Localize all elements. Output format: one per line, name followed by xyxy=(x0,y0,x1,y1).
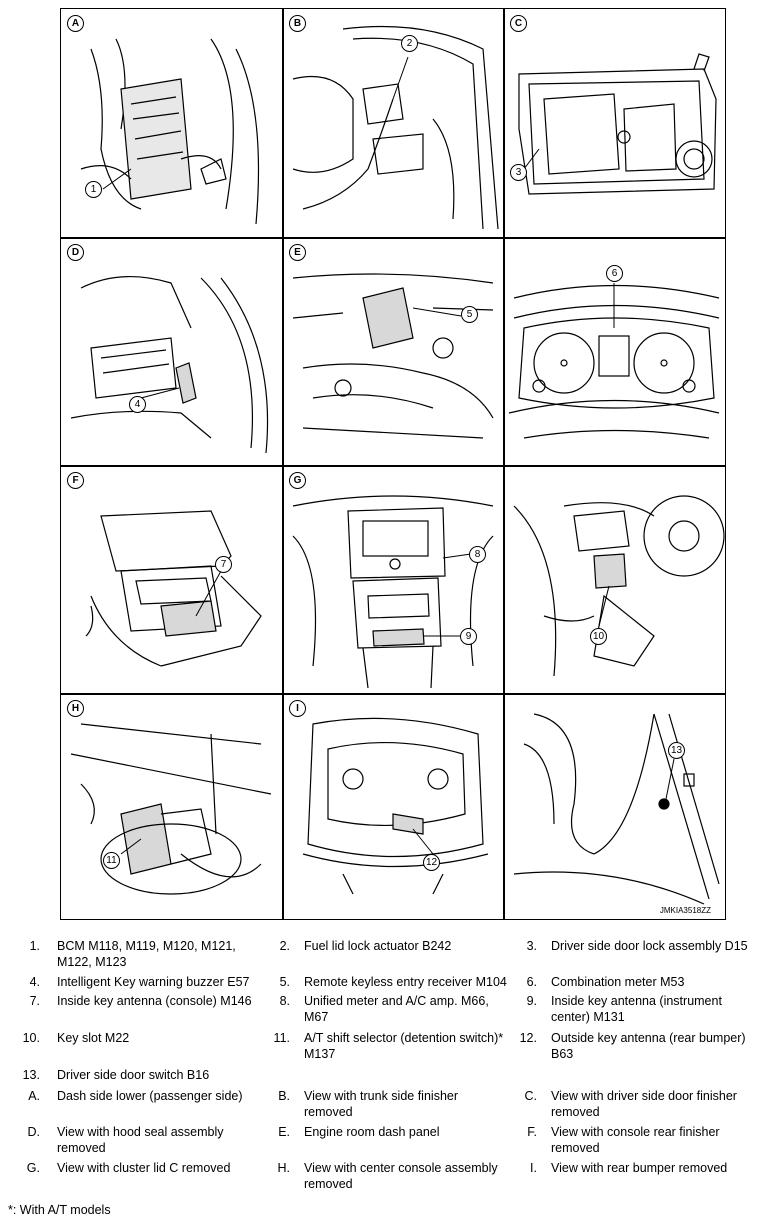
legend-text: Engine room dash panel xyxy=(304,1125,440,1139)
panel-letter: E xyxy=(289,244,306,261)
panel-letter: B xyxy=(289,15,306,32)
callout-12: 12 xyxy=(423,854,440,871)
grid-divider xyxy=(282,9,284,919)
callout-8: 8 xyxy=(469,546,486,563)
legend-text: Remote keyless entry receiver M104 xyxy=(304,975,507,989)
panel-meter: 6 xyxy=(504,238,725,465)
panel-f: F 7 xyxy=(61,466,282,693)
grid-divider xyxy=(61,465,725,467)
legend-text: Dash side lower (passenger side) xyxy=(57,1089,243,1103)
legend-num: A. xyxy=(28,1089,40,1103)
legend-num: E. xyxy=(278,1125,290,1139)
panel-letter: C xyxy=(510,15,527,32)
legend-num: 3. xyxy=(526,939,537,953)
panel-e: E 5 xyxy=(283,238,503,465)
legend-num: 8. xyxy=(279,994,290,1008)
panel-g: G 8 9 xyxy=(283,466,503,693)
legend-text: View with trunk side finisher removed xyxy=(304,1089,459,1119)
panel-letter: F xyxy=(67,472,84,489)
legend-num: D. xyxy=(27,1125,41,1139)
legend-text: Key slot M22 xyxy=(57,1031,130,1045)
legend-text: Unified meter and A/C amp. M66, M67 xyxy=(304,994,489,1024)
callout-13: 13 xyxy=(668,742,685,759)
panel-d: D 4 xyxy=(61,238,282,465)
legend-text: View with driver side door finisher remo… xyxy=(551,1089,737,1119)
grid-divider xyxy=(61,693,725,695)
callout-2: 2 xyxy=(401,35,418,52)
footnote: *: With A/T models xyxy=(8,1203,111,1217)
legend-text: Intelligent Key warning buzzer E57 xyxy=(57,975,250,989)
callout-3: 3 xyxy=(510,164,527,181)
legend-text: View with console rear finisher removed xyxy=(551,1125,720,1155)
fuel-lid-illustration xyxy=(292,25,499,230)
console-antenna-illustration xyxy=(85,510,262,667)
legend-num: 9. xyxy=(526,994,537,1008)
legend-text: View with hood seal assembly removed xyxy=(57,1125,224,1155)
rear-bumper-illustration xyxy=(302,717,489,895)
door-switch-illustration xyxy=(513,713,720,905)
callout-5: 5 xyxy=(461,306,478,323)
panel-a: A 1 xyxy=(61,9,282,237)
diagram-grid: A 1 B 2 xyxy=(60,8,726,920)
legend-num: 4. xyxy=(29,975,40,989)
legend-text: Driver side door lock assembly D15 xyxy=(551,939,748,953)
legend-num: 13. xyxy=(22,1068,40,1082)
buzzer-illustration xyxy=(70,276,269,454)
panel-key-slot: 10 xyxy=(504,466,725,693)
legend-text: Outside key antenna (rear bumper) B63 xyxy=(551,1031,746,1061)
legend-num: 6. xyxy=(526,975,537,989)
legend-text: View with cluster lid C removed xyxy=(57,1161,231,1175)
legend-num: 12. xyxy=(519,1031,537,1045)
key-slot-illustration xyxy=(513,495,725,677)
legend-text: A/T shift selector (detention switch)* M… xyxy=(304,1031,504,1061)
legend-num: 10. xyxy=(22,1031,40,1045)
callout-9: 9 xyxy=(460,628,477,645)
panel-letter: I xyxy=(289,700,306,717)
panel-c: C 3 xyxy=(504,9,725,237)
legend-num: 1. xyxy=(29,939,40,953)
callout-10: 10 xyxy=(590,628,607,645)
legend-text: Driver side door switch B16 xyxy=(57,1068,210,1082)
legend-num: F. xyxy=(527,1125,537,1139)
panel-letter: D xyxy=(67,244,84,261)
panel-door-switch: 13 JMKIA3518ZZ xyxy=(504,694,725,919)
legend-num: 5. xyxy=(279,975,290,989)
legend-num: C. xyxy=(524,1089,538,1103)
panel-letter: A xyxy=(67,15,84,32)
legend-text: Fuel lid lock actuator B242 xyxy=(304,939,452,953)
door-lock-illustration xyxy=(518,53,717,195)
bcm-illustration xyxy=(80,38,260,225)
combination-meter-illustration xyxy=(508,283,720,439)
legend-num: I. xyxy=(530,1161,537,1175)
panel-b: B 2 xyxy=(283,9,503,237)
callout-1: 1 xyxy=(85,181,102,198)
figure-code: JMKIA3518ZZ xyxy=(659,906,711,915)
legend-text: BCM M118, M119, M120, M121, M122, M123 xyxy=(57,939,236,969)
panel-i: I 12 xyxy=(283,694,503,919)
panel-letter: H xyxy=(67,700,84,717)
callout-6: 6 xyxy=(606,265,623,282)
legend-num: B. xyxy=(278,1089,290,1103)
shift-selector-illustration xyxy=(70,723,272,895)
legend-text: Combination meter M53 xyxy=(551,975,685,989)
panel-h: H 11 xyxy=(61,694,282,919)
legend-text: View with rear bumper removed xyxy=(551,1161,728,1175)
legend-num: 11. xyxy=(273,1031,290,1045)
legend-num: G. xyxy=(26,1161,40,1175)
receiver-illustration xyxy=(292,273,494,439)
callout-7: 7 xyxy=(215,556,232,573)
legend-num: H. xyxy=(277,1161,291,1175)
legend-num: 2. xyxy=(279,939,290,953)
legend-text: Inside key antenna (instrument center) M… xyxy=(551,994,722,1024)
callout-11: 11 xyxy=(103,852,120,869)
instrument-center-illustration xyxy=(292,495,494,689)
callout-4: 4 xyxy=(129,396,146,413)
grid-divider xyxy=(503,9,505,919)
legend-text: View with center console assembly remove… xyxy=(304,1161,498,1191)
legend-num: 7. xyxy=(29,994,40,1008)
panel-letter: G xyxy=(289,472,306,489)
grid-divider xyxy=(61,237,725,239)
legend-text: Inside key antenna (console) M146 xyxy=(57,994,252,1008)
